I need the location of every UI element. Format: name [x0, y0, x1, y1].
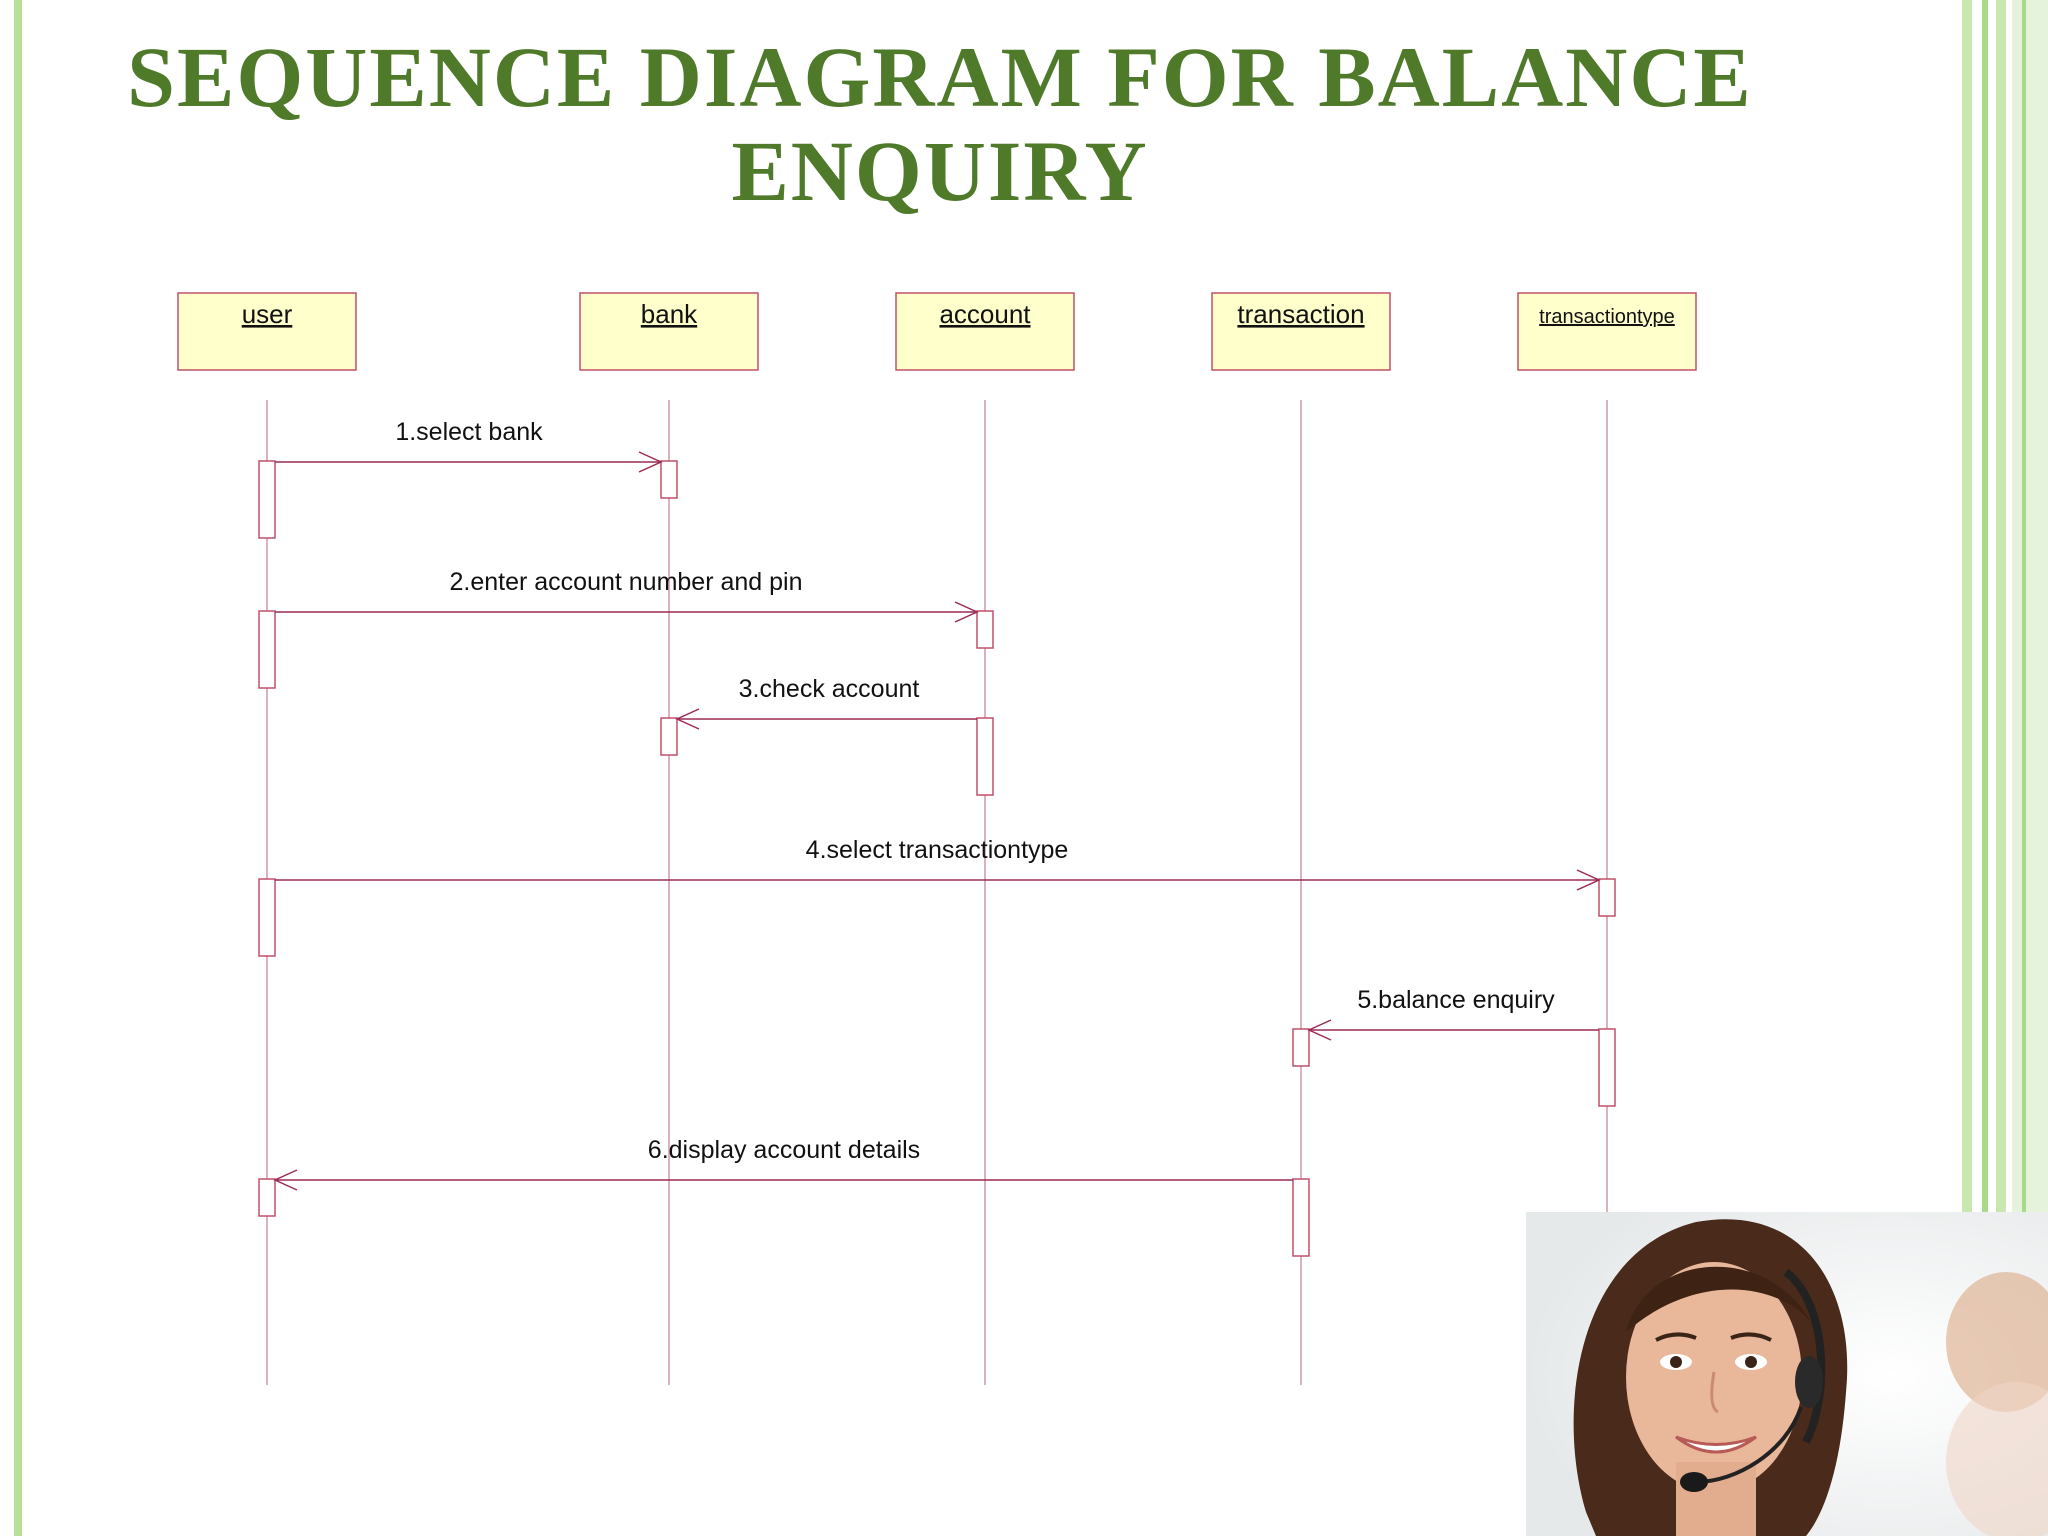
right-border-stripe-5 [2022, 0, 2026, 1536]
activation-user-3 [258, 878, 276, 957]
lifeline-transaction: transaction [1211, 292, 1391, 371]
lifeline-lines [266, 400, 1608, 1385]
message-5-balance-enquiry [1307, 1019, 1599, 1041]
right-border-stripe-3 [1996, 0, 2006, 1536]
lifeline-label-transactiontype: transactiontype [1539, 306, 1675, 328]
activation-user-4 [258, 1178, 276, 1217]
left-border-stripe [14, 0, 22, 1536]
lifeline-label-bank: bank [641, 299, 698, 329]
message-label-4: 4.select transactiontype [806, 836, 1069, 864]
message-label-6: 6.display account details [648, 1136, 920, 1164]
title-line-1: SEQUENCE DIAGRAM FOR BALANCE [127, 29, 1753, 125]
messages [273, 451, 1601, 1191]
page-title: SEQUENCE DIAGRAM FOR BALANCE ENQUIRY [120, 30, 1760, 218]
agent-illustration [1526, 1212, 2048, 1536]
activation-boxes [258, 460, 1616, 1257]
activation-bank-2 [660, 717, 678, 756]
lifeline-account: account [895, 292, 1075, 371]
customer-service-agent-photo [1526, 1212, 2048, 1536]
message-label-3: 3.check account [739, 675, 920, 703]
right-border-stripe-1 [1962, 0, 1972, 1536]
lifeline-user: user [177, 292, 357, 371]
message-label-1: 1.select bank [395, 418, 543, 446]
lifeline-bank: bank [579, 292, 759, 371]
lifeline-label-account: account [939, 299, 1031, 329]
activation-bank-1 [660, 460, 678, 499]
activation-transactiontype-1 [1598, 878, 1616, 917]
activation-account-2 [976, 717, 994, 796]
activation-user-1 [258, 460, 276, 539]
message-6-display-account-details [273, 1169, 1293, 1191]
message-3-check-account [675, 708, 977, 730]
title-line-2: ENQUIRY [731, 123, 1149, 219]
right-border-stripe-2 [1982, 0, 1988, 1536]
message-1-select-bank [275, 451, 663, 473]
message-4-select-transactiontype [275, 869, 1601, 891]
message-label-5: 5.balance enquiry [1357, 986, 1555, 1014]
lifeline-label-user: user [242, 299, 293, 329]
activation-transaction-2 [1292, 1178, 1310, 1257]
message-label-2: 2.enter account number and pin [449, 568, 802, 596]
lifeline-transactiontype: transactiontype [1517, 292, 1697, 371]
activation-transaction-1 [1292, 1028, 1310, 1067]
activation-account-1 [976, 610, 994, 649]
message-2-enter-account [275, 601, 979, 623]
activation-user-2 [258, 610, 276, 689]
activation-transactiontype-2 [1598, 1028, 1616, 1107]
lifeline-label-transaction: transaction [1237, 299, 1364, 329]
